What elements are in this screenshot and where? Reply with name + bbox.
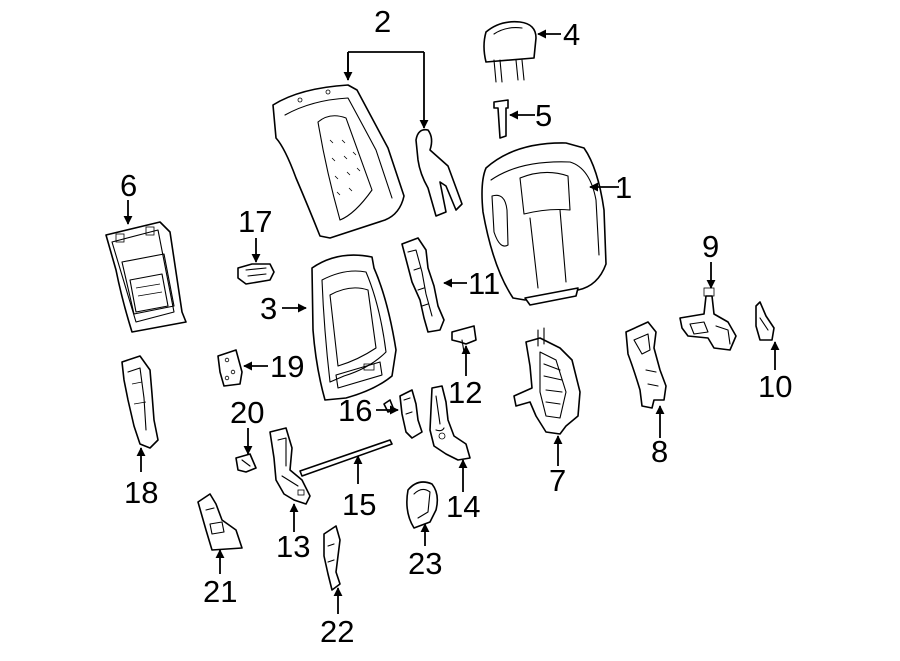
part-3-seat-back-frame xyxy=(311,254,397,401)
callout-22: 22 xyxy=(320,614,354,649)
part-17-switch xyxy=(237,263,275,285)
callout-11: 11 xyxy=(468,266,500,301)
part-6-back-panel xyxy=(105,221,187,333)
callout-10: 10 xyxy=(758,369,792,404)
part-20-clip xyxy=(235,453,257,473)
part-1-seat-back-cover xyxy=(481,142,607,306)
part-11-side-shield xyxy=(401,237,445,333)
leader-lines xyxy=(123,29,780,614)
callout-13: 13 xyxy=(276,529,310,564)
callout-21: 21 xyxy=(203,574,237,609)
callout-3: 3 xyxy=(260,291,277,326)
part-22-lower-trim xyxy=(323,525,341,591)
callout-14: 14 xyxy=(446,489,480,524)
callout-2: 2 xyxy=(374,4,391,39)
part-9-hinge-pivot xyxy=(679,287,737,351)
part-15-rod xyxy=(299,439,393,477)
part-23-pivot-cover xyxy=(406,481,439,529)
part-19-plate xyxy=(217,349,243,387)
callout-12: 12 xyxy=(448,375,482,410)
part-4-headrest xyxy=(483,20,537,83)
part-18-frame-rail xyxy=(121,355,159,449)
part-14-side-trim xyxy=(429,385,471,461)
callout-1: 1 xyxy=(615,170,632,205)
callout-4: 4 xyxy=(563,17,580,52)
callout-20: 20 xyxy=(230,395,264,430)
callout-6: 6 xyxy=(120,168,137,203)
callout-18: 18 xyxy=(124,475,158,510)
callout-23: 23 xyxy=(408,546,442,581)
part-13-side-trim xyxy=(269,427,311,505)
callout-numbers: 1 2 3 4 5 6 7 8 9 10 11 12 13 14 15 16 1… xyxy=(120,4,792,649)
part-2-seat-back-pad xyxy=(272,84,463,239)
callout-15: 15 xyxy=(342,487,376,522)
callout-16: 16 xyxy=(338,393,372,428)
part-10-clip xyxy=(755,301,775,341)
callout-5: 5 xyxy=(535,98,552,133)
callout-9: 9 xyxy=(702,229,719,264)
part-7-recliner xyxy=(513,327,581,435)
callout-8: 8 xyxy=(651,434,668,469)
callout-7: 7 xyxy=(549,463,566,498)
part-5-headrest-guide xyxy=(493,99,509,139)
callout-17: 17 xyxy=(238,204,272,239)
part-8-side-bracket xyxy=(625,321,667,409)
part-21-lower-cover xyxy=(197,493,243,551)
part-12-latch xyxy=(451,325,477,353)
part-16-bracket xyxy=(383,389,423,439)
callout-19: 19 xyxy=(270,349,304,384)
